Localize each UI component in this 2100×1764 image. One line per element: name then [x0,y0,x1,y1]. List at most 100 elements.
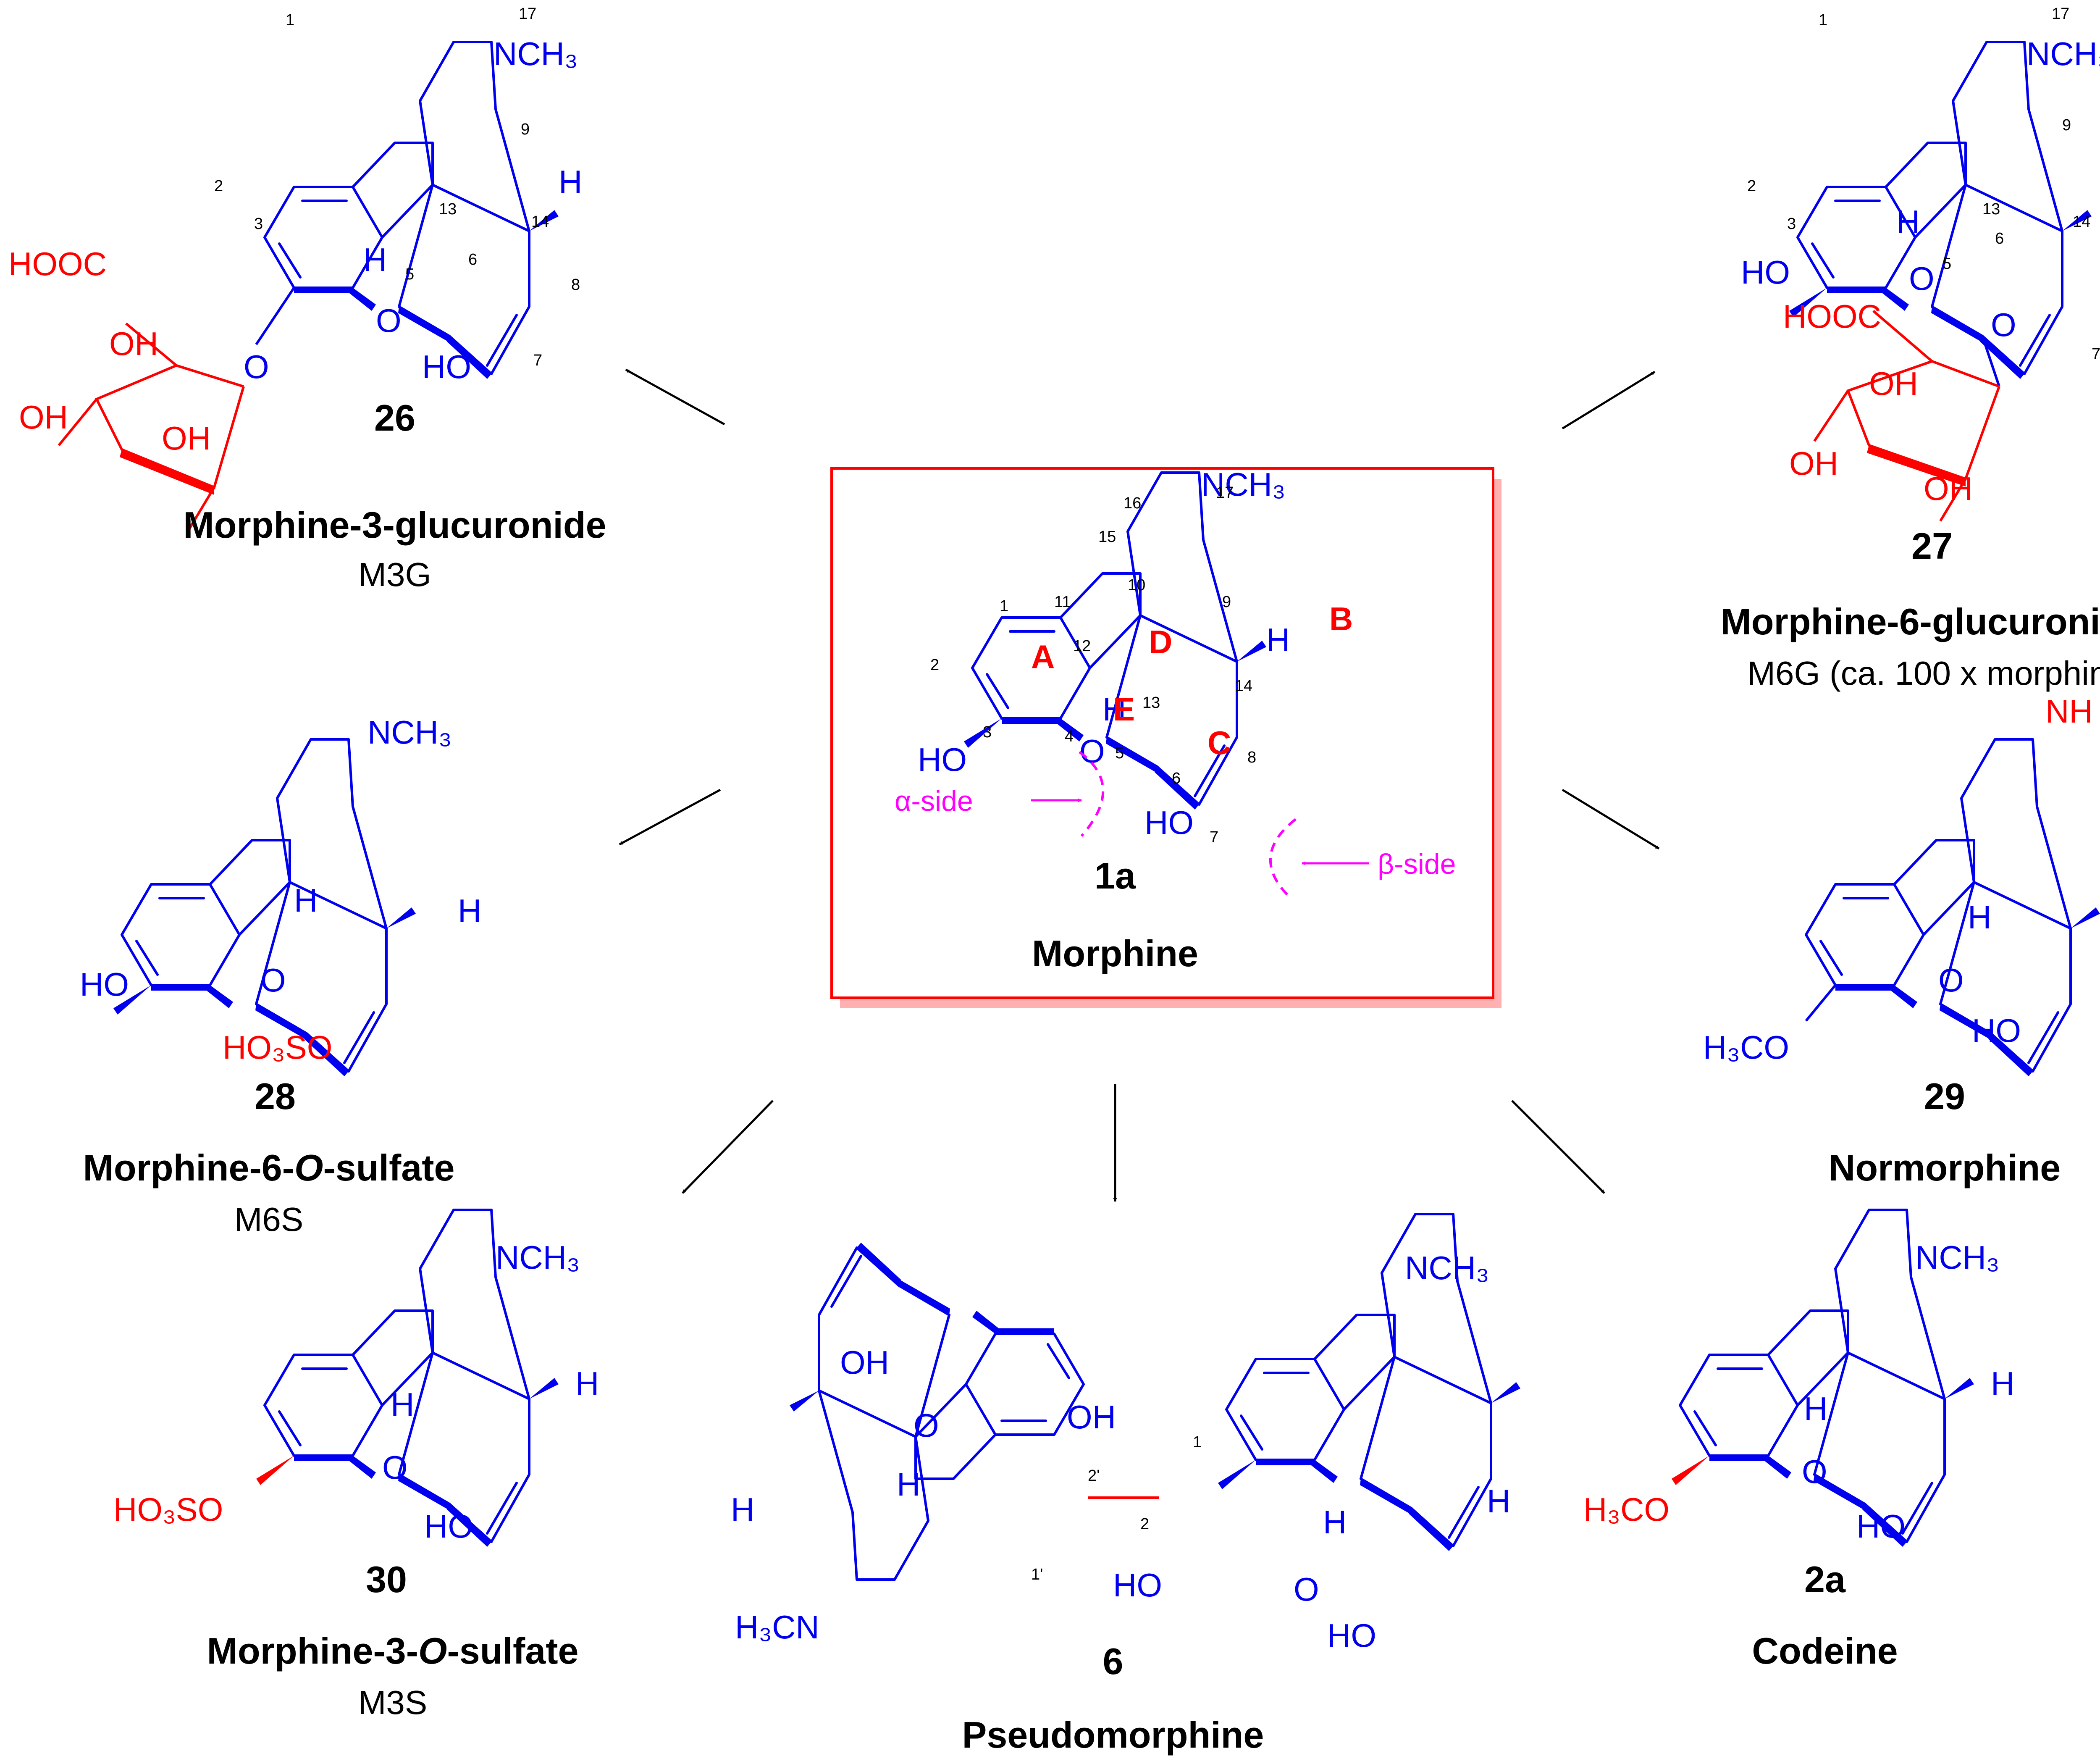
oh-a-label: OH [19,399,68,436]
atom-number: 17 [2052,5,2069,23]
atom-number: 2 [930,656,939,674]
h14-label: H [575,1365,599,1402]
h14-label: H [559,163,582,200]
atom-number: 1' [1031,1566,1043,1583]
atom-number: 5 [405,266,414,283]
atom-number: 13 [439,200,457,218]
h5-label: H [1102,691,1126,728]
structure-29: H₃CO H O NH HO H [1703,693,2100,1076]
atom-number: 7 [533,352,542,369]
h-left-label: H [731,1491,754,1528]
atom-number: 10 [1128,576,1145,594]
alpha-side-marker: α-side [895,751,1105,837]
alcohol-label: HO [1856,1508,1906,1545]
arrow-to-2a [1511,1100,1605,1194]
reaction-arrows [619,368,1660,1202]
alcohol-label: HO [422,348,471,385]
compound-id-29: 29 [1924,1075,1965,1117]
beta-side-marker: β-side [1269,818,1456,900]
compound-id-26: 26 [374,397,415,439]
arrow-to-28 [619,789,721,846]
atom-number: 9 [1222,593,1231,611]
h5-label: H [294,882,318,919]
acid-label: HOOC [8,245,107,282]
compound-name-30: Morphine-3-O-sulfate [207,1630,579,1672]
arrow-to-27 [1562,371,1656,430]
atom-number: 2 [1747,177,1756,195]
o-left-label: O [914,1407,939,1444]
oh-a-label: OH [1789,445,1838,482]
atom-number: 13 [1142,694,1160,712]
atom-number: 4 [1065,728,1074,745]
compound-id-1a: 1a [1095,855,1136,896]
atom-number: 9 [521,121,530,138]
atom-number: 9 [2062,116,2071,134]
o-bridge-label: O [1938,962,1964,999]
atom-number: 13 [1982,200,2000,218]
methoxy-label: H₃CO [1583,1491,1670,1528]
atom-number: 8 [1247,749,1256,766]
amine-label: NCH₃ [2026,35,2100,72]
atom-number: 3 [983,723,992,741]
h14-label: H [1487,1483,1510,1520]
sulfate-label: HO₃SO [113,1491,223,1528]
atom-number: 14 [2073,213,2090,231]
compound-name-27: Morphine-6-glucuronide [1720,601,2100,642]
phenol-label: HO [1741,254,1790,291]
ring-label-d: D [1149,623,1172,660]
oh-top-label: OH [840,1344,889,1381]
h5-label: H [1896,203,1920,240]
compound-name-26: Morphine-3-glucuronide [183,504,606,546]
atom-number: 3 [254,215,263,233]
alcohol-label: HO [1972,1012,2021,1049]
compound-abbr-30: M3S [358,1684,428,1721]
atom-number: 17 [1216,484,1234,502]
atom-number: 17 [519,5,536,23]
o-bridge-label: O [382,1449,408,1486]
amine-label: NCH₃ [1201,466,1286,503]
ring-label-a: A [1031,638,1055,675]
amine-left-label: H₃CN [735,1609,819,1646]
alpha-side-label: α-side [895,785,973,817]
arrow-to-30 [682,1100,774,1194]
compound-abbr-28: M6S [234,1201,304,1238]
ring-label-c: C [1208,724,1231,761]
atom-number: 2 [214,177,223,195]
oh-b-label: OH [162,420,211,457]
ring-label-b: B [1329,600,1353,637]
atom-number: 6 [1172,770,1181,787]
amine-label: NCH₃ [368,714,452,751]
atom-number: 2 [1140,1515,1149,1533]
alcohol-label: HO [1327,1617,1376,1654]
methoxy-label: H₃CO [1703,1029,1789,1066]
amine-label: NH [2045,693,2093,730]
beta-side-label: β-side [1378,848,1456,880]
atom-number: 6 [468,251,477,268]
compound-id-2a: 2a [1804,1559,1846,1600]
o-bridge-label: O [1294,1571,1319,1608]
oh-aryl-label: OH [1067,1399,1116,1435]
atom-number: 1 [286,11,294,29]
h14-label: H [1991,1365,2014,1402]
o-bridge-label: O [1909,260,1935,297]
structure-30: HO₃SO H O NCH₃ HO H [113,1210,599,1547]
h5-label: H [363,241,387,278]
atom-number: 5 [1115,744,1124,762]
structure-28: HO H O NCH₃ H HO₃SO [80,714,481,1076]
compound-name-2a: Codeine [1752,1630,1898,1672]
compound-id-30: 30 [366,1559,407,1600]
ring-oh-label: OH [1869,365,1918,402]
atom-number: 15 [1098,528,1116,546]
phenol-label: HO [1113,1567,1162,1604]
alcohol-label: HO [1144,804,1194,841]
ring-oh-label: OH [109,325,158,362]
phenol-label: HO [80,966,129,1003]
sulfate-label: HO₃SO [223,1029,332,1066]
h14-label: H [1266,621,1290,658]
alcohol-label: HO [424,1508,473,1545]
phenol-label: HO [918,741,967,778]
amine-label: NCH₃ [494,35,578,72]
structure-26: O H O NCH₃ HO H HOOC OH OH OH 1 2 3 5 6 … [8,5,582,530]
atom-number: 14 [1235,677,1252,695]
arrow-to-29 [1562,789,1660,850]
